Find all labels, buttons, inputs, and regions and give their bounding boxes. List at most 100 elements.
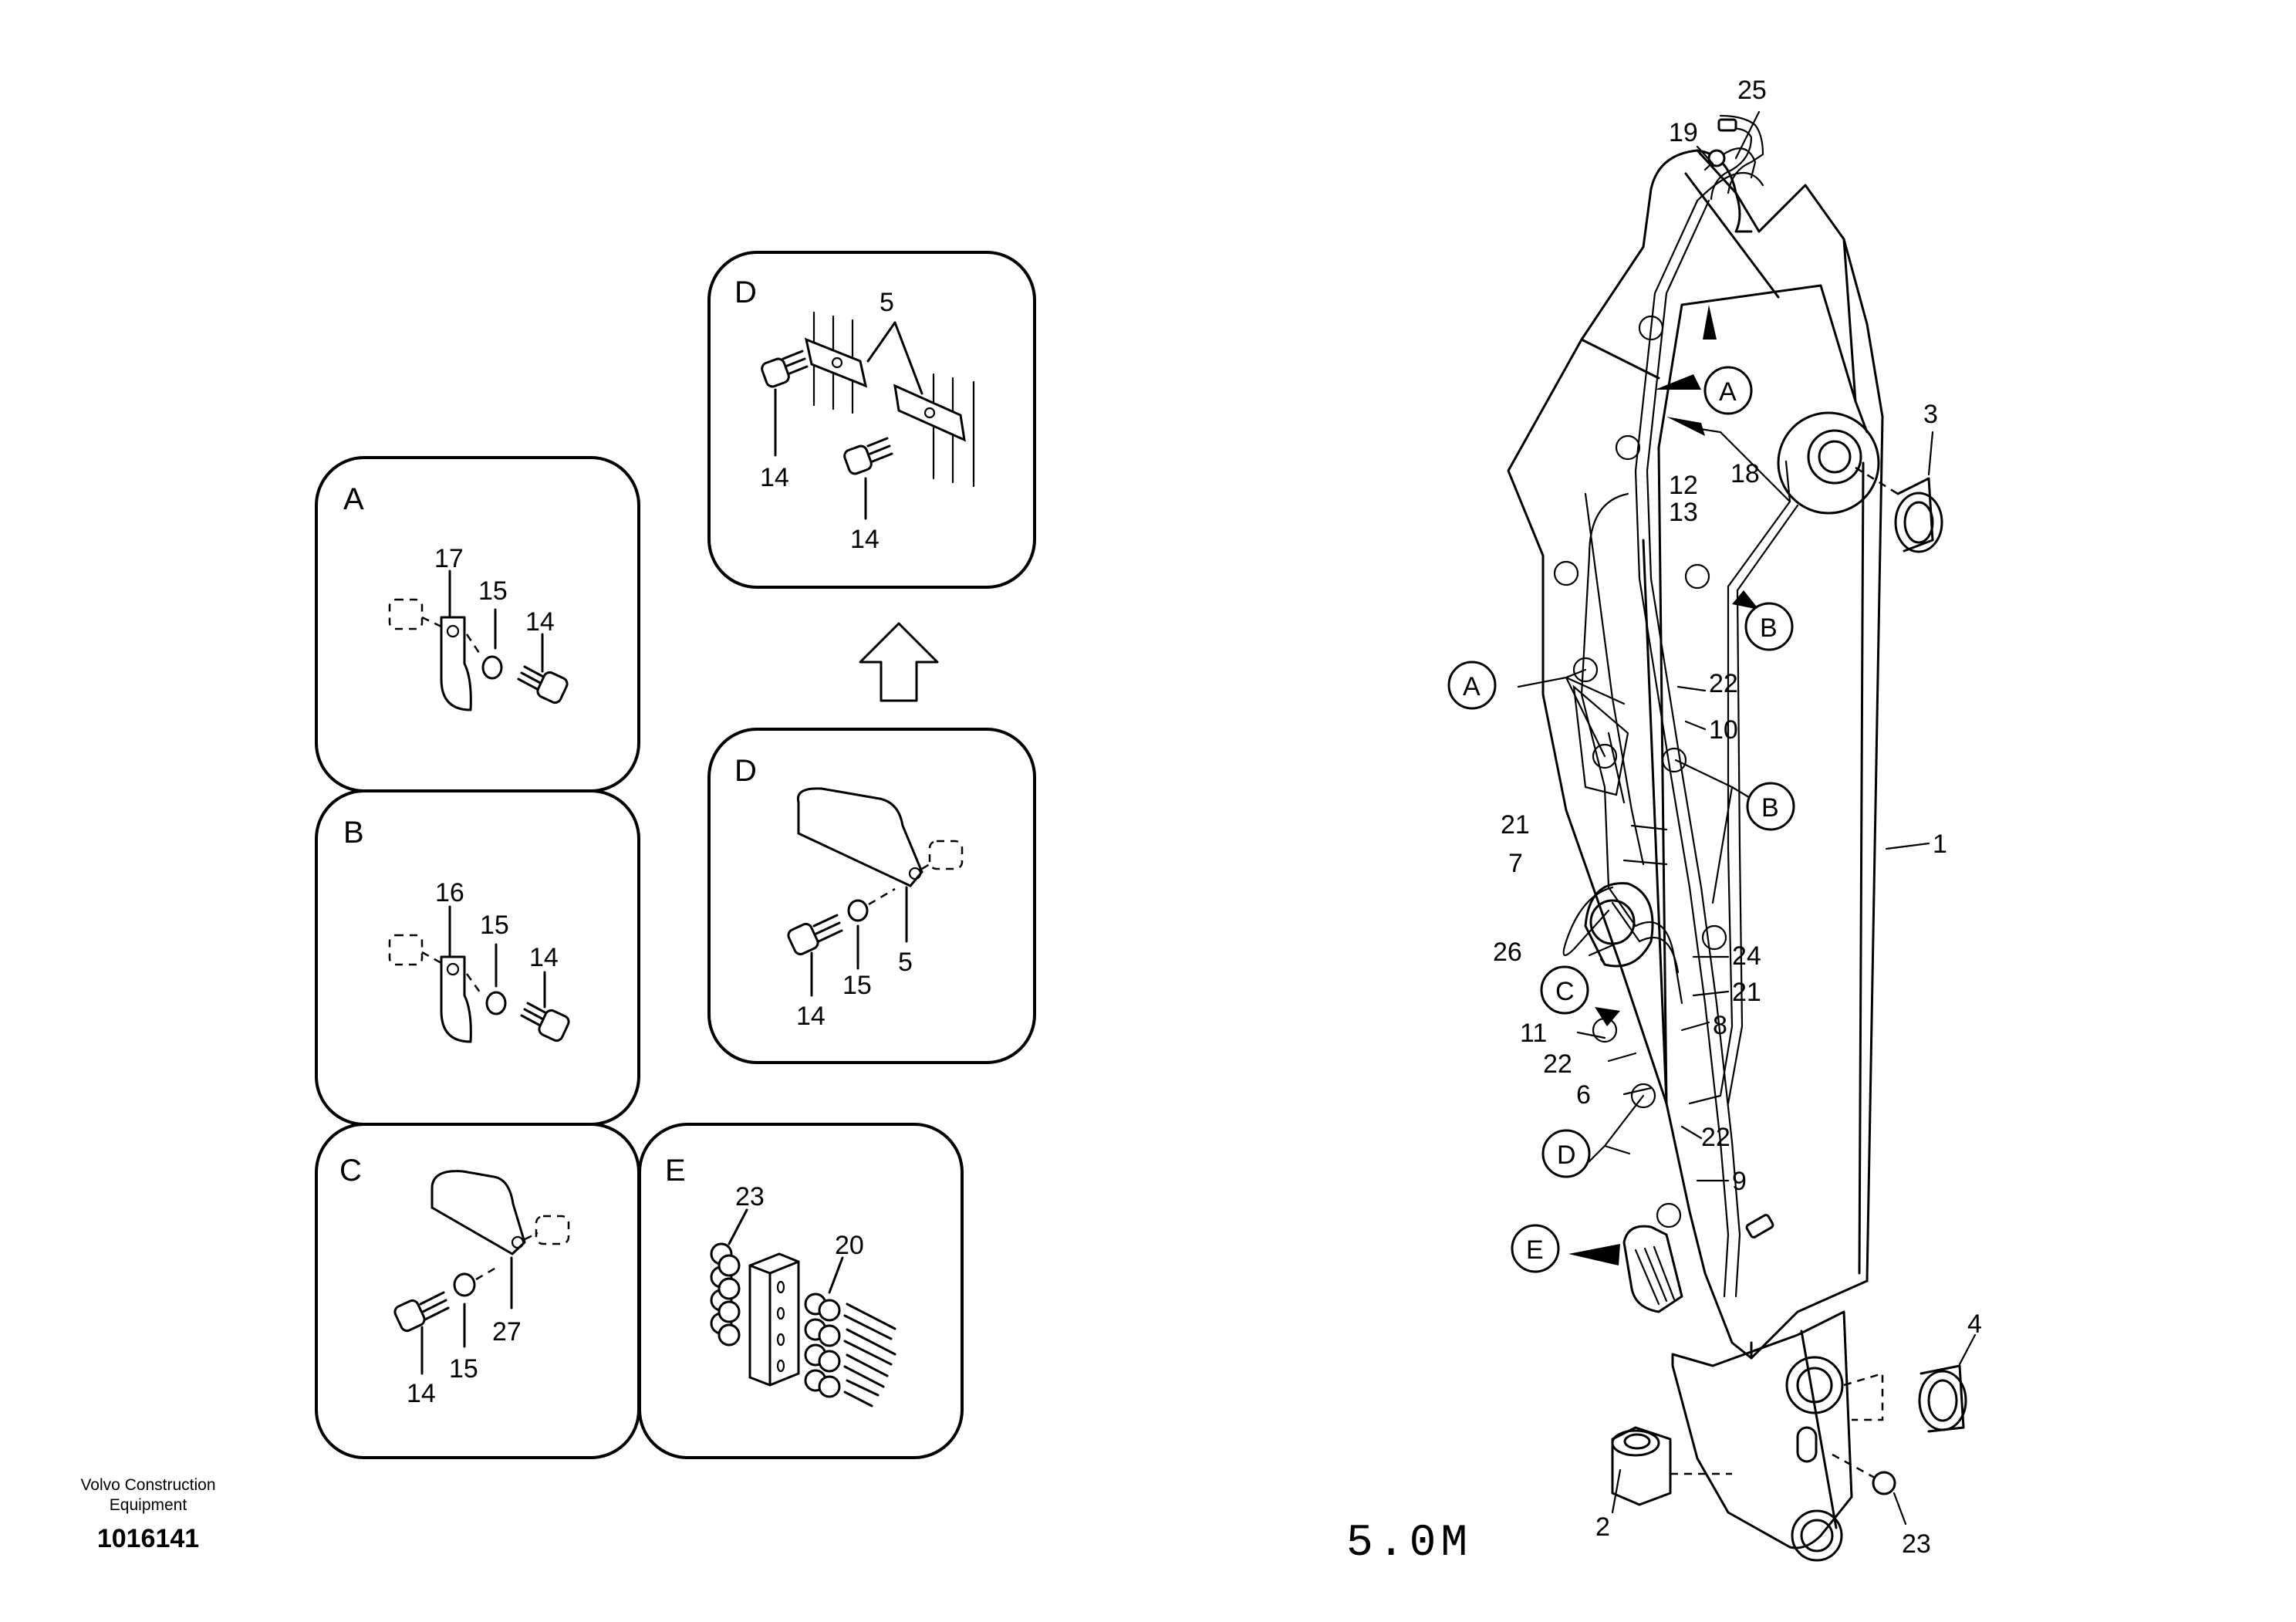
svg-text:B: B — [1760, 613, 1778, 643]
callout-circle-a-top: A — [1703, 366, 1753, 415]
part-label-13: 13 — [1669, 498, 1698, 527]
boom-assembly-view — [1507, 110, 1977, 1562]
detail-panel-d-lower: D 5 15 14 — [707, 728, 1036, 1064]
panel-e-label: E — [665, 1154, 686, 1188]
part-label-18: 18 — [1730, 459, 1760, 488]
part-label-24: 24 — [1732, 941, 1761, 971]
callout-circle-b-top: B — [1744, 602, 1794, 651]
svg-text:E: E — [1526, 1235, 1544, 1265]
callout-circle-c: C — [1540, 965, 1589, 1015]
grease-line-25-icon — [1707, 114, 1764, 201]
detail-panel-e: E — [638, 1123, 964, 1459]
part-label-14: 14 — [760, 463, 789, 492]
bushing-3-icon — [1855, 466, 1943, 553]
part-label-26: 26 — [1493, 938, 1522, 967]
bolt-23-icon — [1832, 1453, 1896, 1495]
drawing-number: 1016141 — [97, 1524, 199, 1553]
clamp-plate-5-icon — [804, 337, 966, 442]
boom-length-label: 5.0M — [1346, 1519, 1472, 1569]
part-label-23: 23 — [1902, 1529, 1931, 1559]
part-label-27: 27 — [492, 1317, 522, 1347]
washer-15-icon — [485, 991, 507, 1015]
part-label-19: 19 — [1669, 118, 1698, 147]
part-label-14: 14 — [796, 1002, 826, 1031]
svg-text:C: C — [1555, 977, 1575, 1006]
clip-16-icon — [388, 934, 472, 1043]
brand-footer: Volvo Construction Equipment 1016141 — [80, 1476, 215, 1553]
washer-15-icon — [847, 899, 869, 922]
detail-panel-a: A 17 15 14 — [315, 456, 640, 792]
bracket-5-icon — [796, 787, 964, 887]
part-label-4: 4 — [1967, 1309, 1982, 1339]
part-label-12: 12 — [1669, 471, 1698, 500]
svg-text:A: A — [1463, 672, 1481, 701]
panel-b-label: B — [343, 816, 364, 850]
callout-circle-e: E — [1511, 1224, 1560, 1273]
part-label-25: 25 — [1737, 76, 1767, 105]
callout-circle-b-mid: B — [1746, 782, 1795, 831]
callout-circle-a-mid: A — [1447, 661, 1497, 710]
washer-15-icon — [481, 655, 503, 680]
clamp-markers — [1553, 315, 1727, 1228]
part-label-9: 9 — [1732, 1167, 1747, 1196]
part-label-5: 5 — [898, 948, 913, 977]
washer-15-icon — [453, 1272, 476, 1297]
company-line-2: Equipment — [110, 1496, 187, 1514]
bolt-set-20-icon — [804, 1293, 896, 1407]
part-label-8: 8 — [1713, 1011, 1727, 1040]
bracket-27-icon — [430, 1170, 570, 1255]
arrow-up-icon — [859, 622, 939, 702]
panel-a-label: A — [343, 482, 364, 516]
detail-panel-b: B 16 15 14 — [315, 789, 640, 1126]
bushing-2-icon — [1611, 1426, 1732, 1506]
part-label-6: 6 — [1576, 1080, 1591, 1110]
part-label-22: 22 — [1701, 1123, 1730, 1152]
part-label-3: 3 — [1923, 400, 1938, 429]
detail-panel-d-top: D 5 14 14 — [707, 251, 1036, 589]
part-label-22: 22 — [1543, 1049, 1572, 1079]
detail-panel-c: C 14 15 27 — [315, 1123, 640, 1459]
part-label-14: 14 — [850, 525, 880, 554]
part-label-10: 10 — [1709, 715, 1738, 745]
part-label-15: 15 — [480, 911, 509, 940]
panel-c-label: C — [339, 1154, 362, 1188]
svg-text:D: D — [1557, 1140, 1576, 1170]
foot-pin-hole — [1785, 1356, 1844, 1414]
part-label-23: 23 — [735, 1182, 765, 1211]
bolt-14-icon — [520, 1002, 570, 1042]
top-pin-boss — [1777, 411, 1880, 515]
part-label-21: 21 — [1732, 978, 1761, 1007]
part-label-5: 5 — [880, 288, 894, 317]
part-label-16: 16 — [435, 878, 464, 907]
bushing-4-icon — [1843, 1364, 1967, 1433]
main-part-labels: 25 19 3 12 18 13 22 10 1 21 7 26 24 21 8… — [1493, 76, 1982, 1559]
svg-text:A: A — [1719, 377, 1737, 407]
part-label-2: 2 — [1595, 1512, 1610, 1542]
clip-17-icon — [388, 598, 472, 711]
part-label-22: 22 — [1709, 669, 1738, 698]
part-label-15: 15 — [449, 1354, 478, 1384]
part-label-14: 14 — [407, 1379, 436, 1408]
bolt-14-icon — [787, 914, 843, 956]
part-label-1: 1 — [1933, 830, 1947, 859]
part-label-15: 15 — [842, 971, 872, 1000]
part-label-20: 20 — [835, 1231, 864, 1260]
part-label-11: 11 — [1520, 1019, 1547, 1048]
panel-d-lower-label: D — [734, 754, 757, 788]
bolt-14-icon — [843, 437, 893, 475]
svg-text:B: B — [1761, 793, 1779, 823]
company-line-1: Volvo Construction — [80, 1476, 215, 1494]
panel-d-top-label: D — [734, 275, 757, 309]
bolt-14-icon — [393, 1291, 450, 1333]
part-label-15: 15 — [478, 576, 508, 606]
part-label-14: 14 — [525, 607, 555, 637]
bolt-14-icon — [761, 350, 809, 388]
part-label-14: 14 — [529, 943, 559, 972]
callout-circle-d: D — [1541, 1129, 1591, 1178]
nut-23-icon — [710, 1242, 741, 1347]
part-label-21: 21 — [1501, 810, 1530, 840]
bolt-14-icon — [517, 665, 569, 705]
part-label-7: 7 — [1508, 849, 1523, 878]
clamp-block-20-icon — [748, 1252, 800, 1387]
